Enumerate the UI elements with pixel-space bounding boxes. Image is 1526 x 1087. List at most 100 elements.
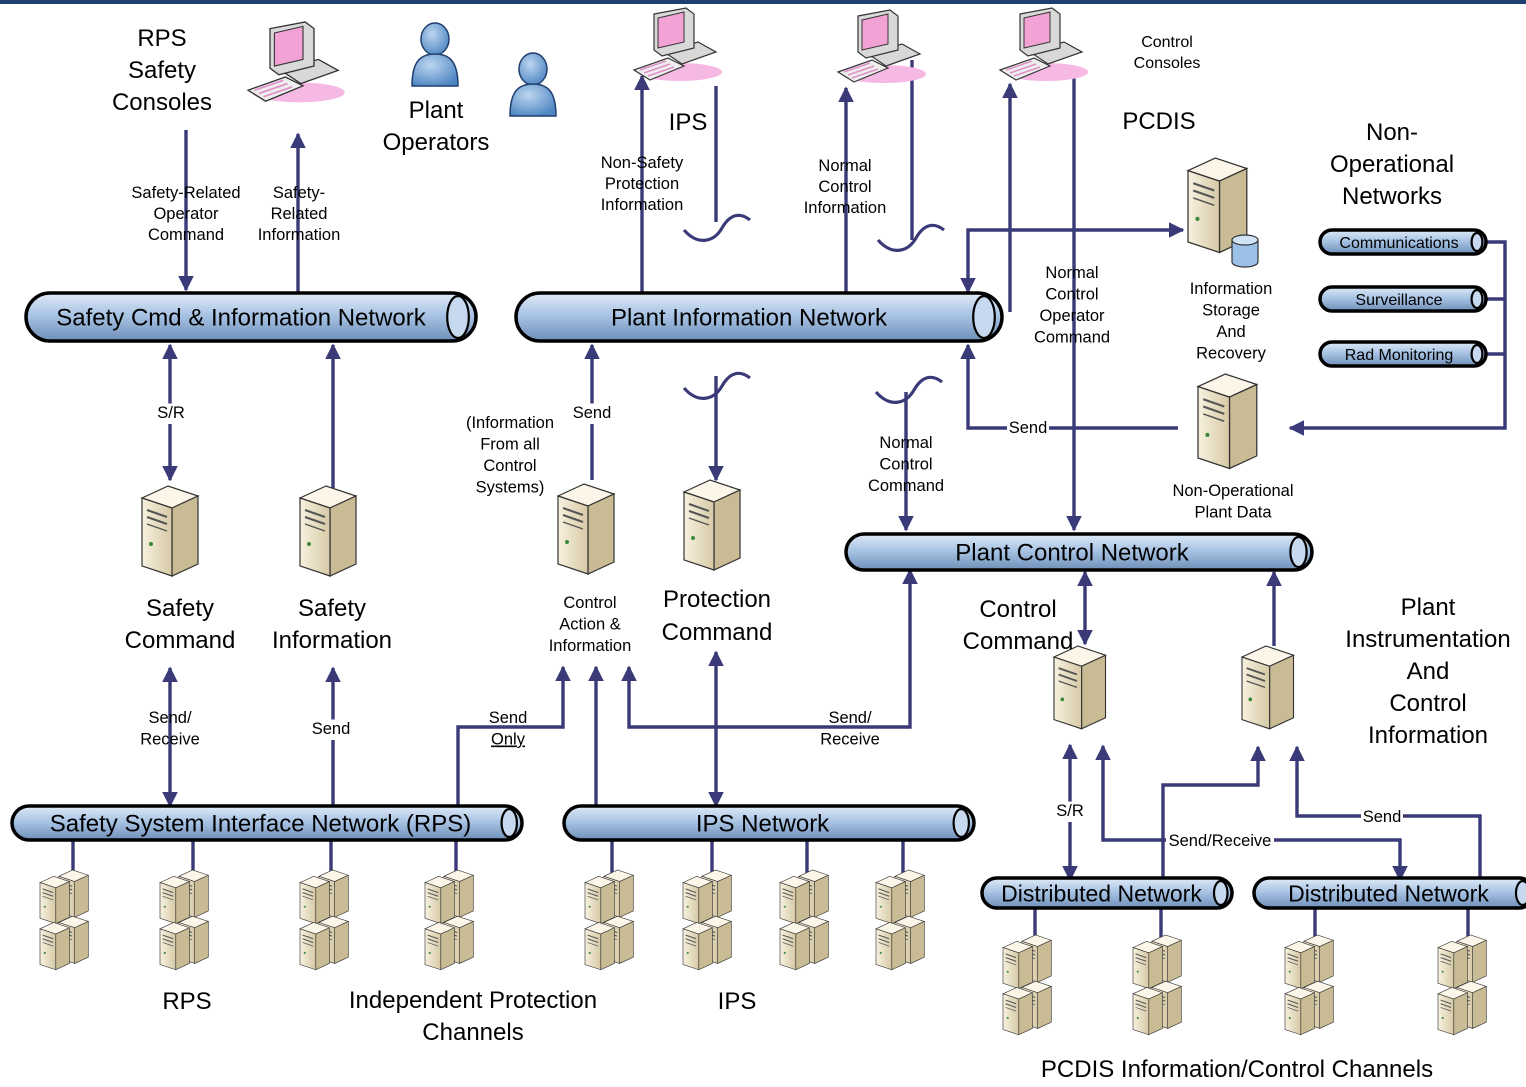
send-receive-mid [621, 568, 918, 729]
send-receive-dist-label: Send/Receive [1169, 832, 1272, 850]
ips-top-label: IPS [669, 109, 708, 136]
rack-8 [1003, 935, 1051, 1035]
ips-bottom-label: IPS [718, 988, 757, 1015]
ips-network[interactable]: IPS Network [562, 804, 976, 842]
distributed-network-2-label: Distributed Network [1288, 880, 1489, 906]
rack-5 [683, 870, 731, 970]
send-safety-info-label-group: Send [310, 719, 352, 740]
plant-operator-1 [411, 22, 459, 87]
rack-7 [876, 870, 924, 970]
break-protection [682, 371, 751, 400]
sr-right-label: S/R [1056, 802, 1084, 820]
distributed-network-1-label: Distributed Network [1001, 880, 1202, 906]
plant-ic-server [1241, 645, 1295, 730]
storage-link [960, 222, 1185, 294]
communications-network[interactable]: Communications [1318, 228, 1488, 256]
plant-control-network[interactable]: Plant Control Network [844, 532, 1314, 572]
connection-lines [71, 60, 1507, 940]
rack-10 [1285, 935, 1333, 1035]
send-receive-distributed [1095, 744, 1408, 882]
send-receive-dist-label-group: Send/Receive [1166, 831, 1274, 852]
sr-right-label-group: S/R [1055, 801, 1085, 822]
send-safety-info-label: Send [312, 720, 351, 738]
plant-info-network-label: Plant Information Network [611, 305, 888, 332]
rack-6 [780, 870, 828, 970]
pcdis-channels-label: PCDIS Information/Control Channels [1041, 1056, 1433, 1082]
communications-network-label: Communications [1339, 235, 1458, 252]
normal-control-console [837, 9, 927, 84]
ips-console [633, 7, 723, 82]
control-command-server [1053, 645, 1107, 730]
break-ips-top [682, 213, 751, 242]
send-nonop-label: Send [1009, 419, 1048, 437]
rps-safety-console [247, 21, 346, 104]
plant-control-network-label: Plant Control Network [955, 540, 1189, 567]
send-dist-label: Send [1363, 808, 1402, 826]
send-receive-mid-label: Send/Receive [820, 709, 880, 749]
rack-0 [40, 870, 88, 970]
send-info-label: Send [573, 404, 612, 422]
rad-monitoring-network[interactable]: Rad Monitoring [1318, 340, 1488, 368]
sr-left-label-group: S/R [156, 403, 186, 424]
plant-operator-2 [509, 52, 557, 117]
rack-2 [300, 870, 348, 970]
safety-information-server [299, 485, 357, 577]
line-break-symbols [682, 213, 945, 404]
ips-network-label: IPS Network [696, 811, 830, 838]
send-dist-label-group: Send [1361, 807, 1403, 828]
safety-cmd-network-label: Safety Cmd & Information Network [56, 305, 426, 332]
devices [40, 7, 1486, 1035]
nonop-server [1196, 372, 1258, 470]
distributed-network-1[interactable]: Distributed Network [980, 876, 1234, 910]
protection-command-server [683, 479, 741, 571]
safety-cmd-network[interactable]: Safety Cmd & Information Network [24, 291, 478, 343]
nonop-networks-feed [1288, 240, 1507, 436]
ssin-network-label: Safety System Interface Network (RPS) [50, 811, 471, 838]
break-mid-top [876, 223, 945, 252]
surveillance-network-label: Surveillance [1355, 292, 1442, 309]
distributed-network-2[interactable]: Distributed Network [1252, 876, 1526, 910]
rack-1 [160, 870, 208, 970]
rad-monitoring-network-label: Rad Monitoring [1345, 347, 1454, 364]
rps-bottom-label: RPS [162, 988, 211, 1015]
safety-command-server [141, 485, 199, 577]
distributed-1-to-ic [1161, 745, 1266, 880]
nonop-send [960, 343, 1178, 430]
plant-info-network[interactable]: Plant Information Network [514, 291, 1004, 343]
storage-disk-icon [1231, 240, 1259, 268]
network-pipes: Safety Cmd & Information Network Plant In… [10, 228, 1526, 910]
rack-9 [1133, 935, 1181, 1035]
pcdis-label: PCDIS [1122, 108, 1195, 135]
control-action-server [557, 483, 615, 575]
send-nonop-label-group: Send [1007, 418, 1049, 439]
top-bar [0, 0, 1526, 4]
send-info-label-group: Send [571, 403, 613, 424]
surveillance-network[interactable]: Surveillance [1318, 285, 1488, 313]
rack-4 [585, 870, 633, 970]
break-control-cmd [874, 375, 943, 404]
control-console [999, 7, 1089, 82]
send-only-link [456, 665, 571, 806]
ssin-network[interactable]: Safety System Interface Network (RPS) [10, 804, 524, 842]
send-receive-left-label: Send/Receive [140, 709, 200, 749]
